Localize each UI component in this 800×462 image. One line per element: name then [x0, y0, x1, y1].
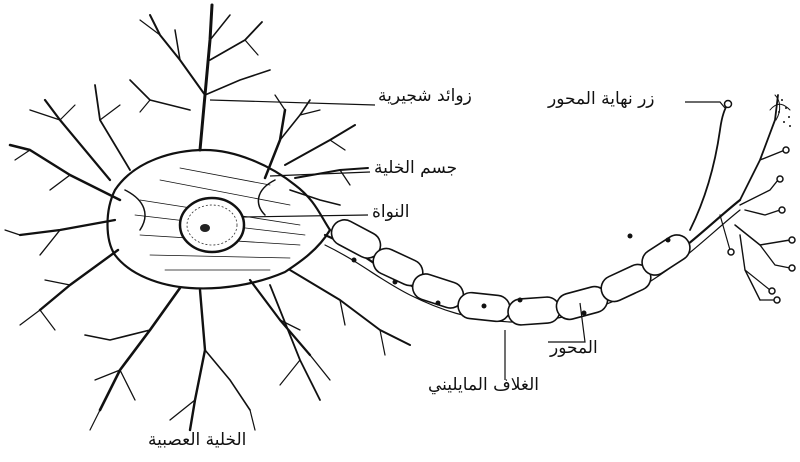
label-axon: المحور [550, 340, 598, 357]
label-cell-body: جسم الخلية [374, 160, 457, 177]
leader-lines [210, 100, 725, 380]
label-axon-terminal: زر نهاية المحور [548, 91, 655, 108]
leader-axon-terminal [685, 102, 725, 108]
synapse-stipple [778, 99, 791, 127]
axon-terminals-shape [690, 95, 790, 300]
label-nucleus: النواة [372, 204, 409, 221]
label-dendrites: زوائد شجيرية [378, 88, 472, 105]
nucleus-shape [180, 198, 244, 252]
leader-dendrites [210, 100, 375, 105]
leader-nucleus [242, 215, 368, 217]
terminal-buttons [725, 101, 796, 304]
myelin-sheath-shape [327, 215, 695, 325]
label-myelin-sheath: الغلاف المايليني [428, 377, 539, 394]
caption-neuron: الخلية العصبية [148, 432, 246, 449]
